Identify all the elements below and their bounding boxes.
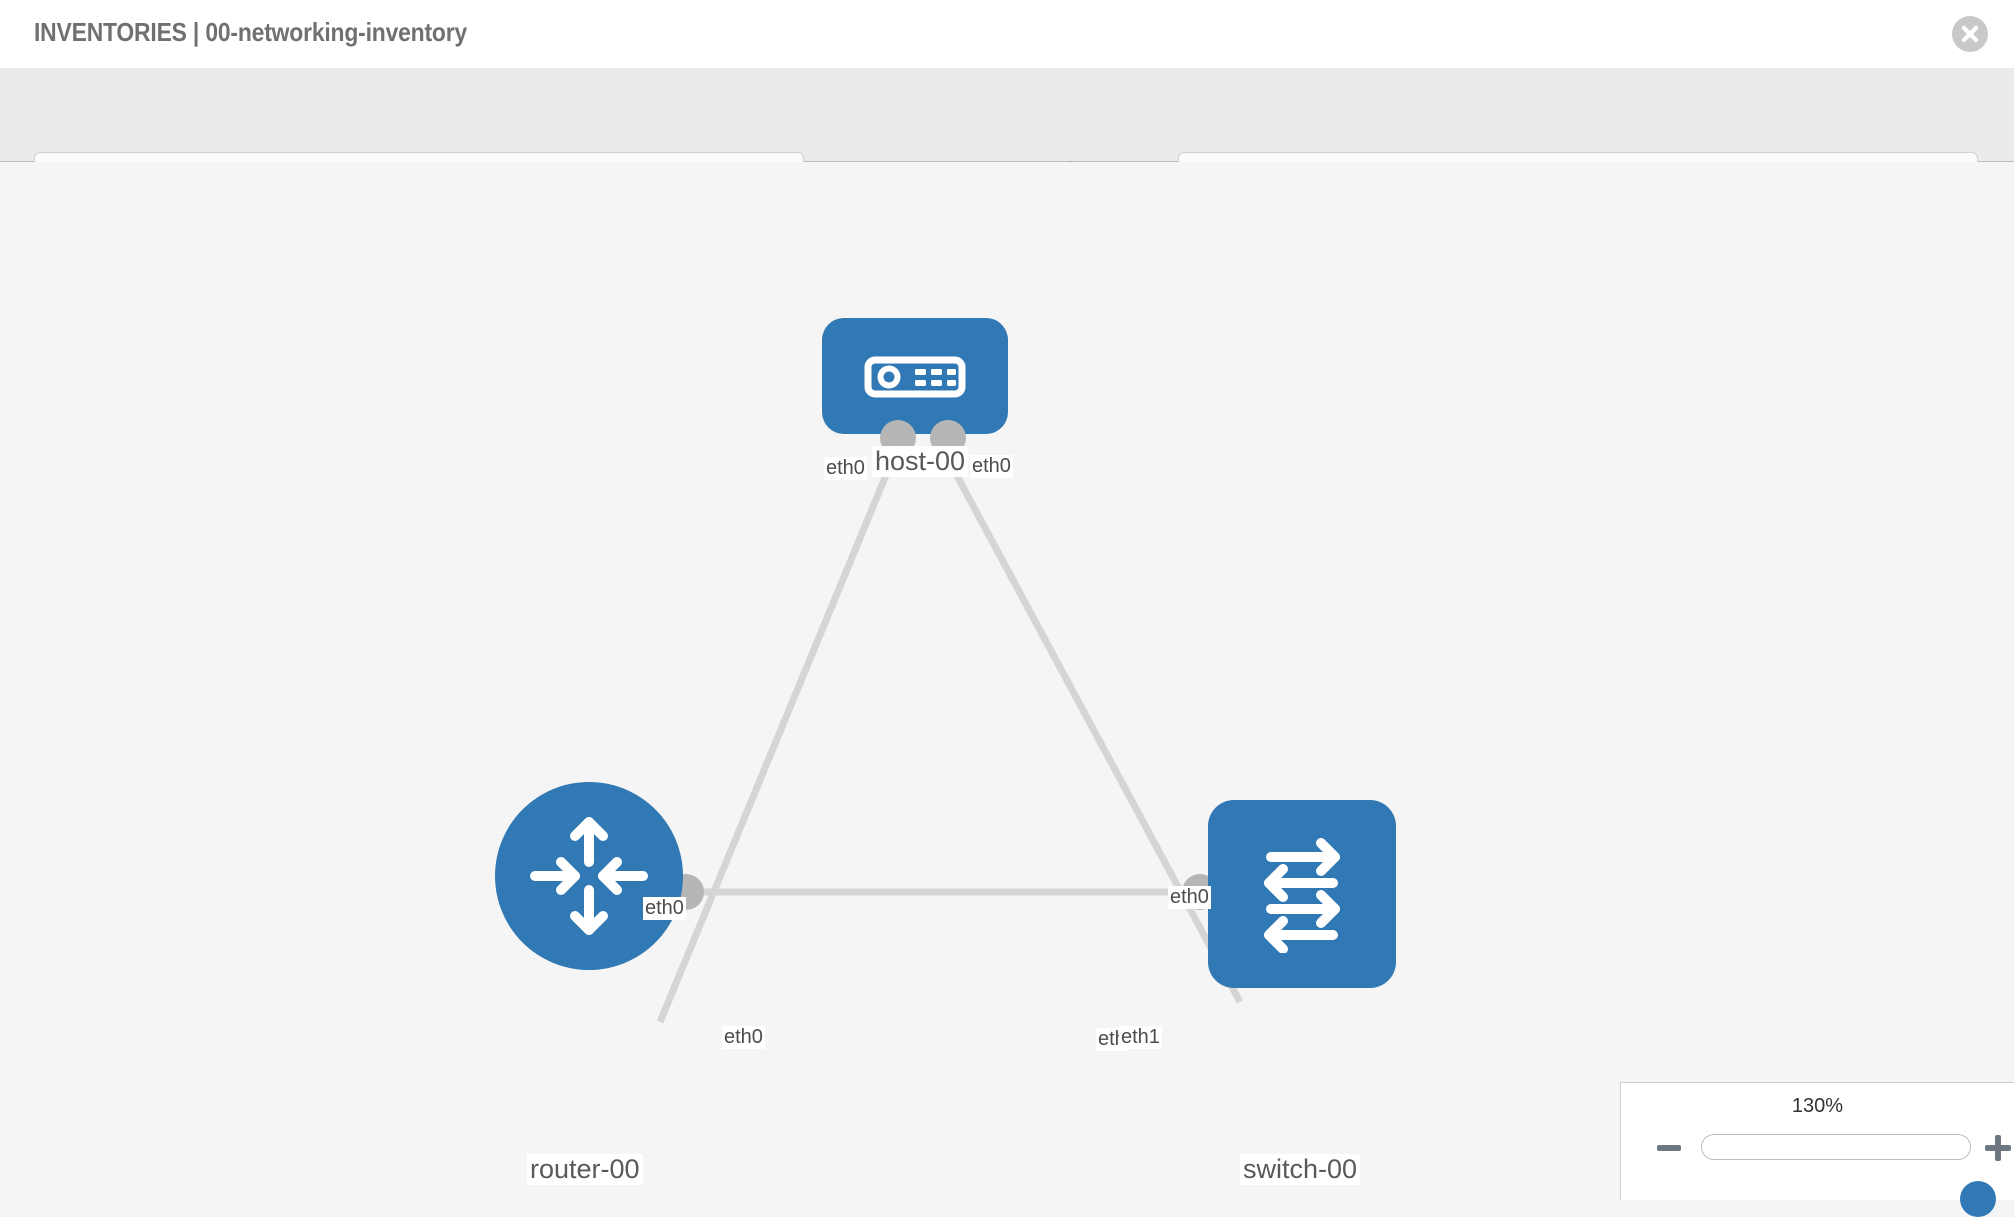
page-title: INVENTORIES | 00-networking-inventory [34,17,468,47]
close-icon[interactable] [1952,16,1988,52]
switch-node-shape[interactable] [1208,800,1396,988]
iface-label-host-right: eth0 [970,455,1013,478]
zoom-control-panel: 130% [1620,1082,2014,1217]
topology-canvas[interactable]: host-00 eth0 eth0 [0,162,2014,1200]
node-label-router: router-00 [527,1154,643,1185]
iface-label-host-left: eth0 [824,457,867,480]
zoom-slider-track[interactable] [1701,1134,1996,1217]
page-header: INVENTORIES | 00-networking-inventory [0,0,2014,69]
switch-arrows-icon [1264,838,1340,953]
server-icon [864,356,966,398]
iface-label-switch-up: eth0 [1168,886,1211,909]
node-label-switch: switch-00 [1240,1154,1361,1185]
topology-links [656,420,1244,1024]
router-node-shape[interactable] [495,782,683,970]
toolbar: ACTIONS SEARCH [0,68,2014,200]
host-node-shape[interactable] [822,318,1008,434]
link-host-router [656,420,912,1024]
zoom-slider-thumb[interactable] [1960,1181,1996,1217]
iface-label-router-up: eth0 [643,897,686,920]
plus-icon[interactable] [1985,1135,2011,1161]
minus-icon[interactable] [1657,1145,1681,1151]
router-arrows-icon [530,817,648,935]
node-label-host: host-00 [872,446,969,477]
iface-label-switch-left-b: eth1 [1119,1026,1162,1049]
zoom-percent-label: 130% [1791,1095,1844,1117]
link-host-switch [924,420,1244,1004]
iface-label-router-right: eth0 [722,1026,765,1049]
